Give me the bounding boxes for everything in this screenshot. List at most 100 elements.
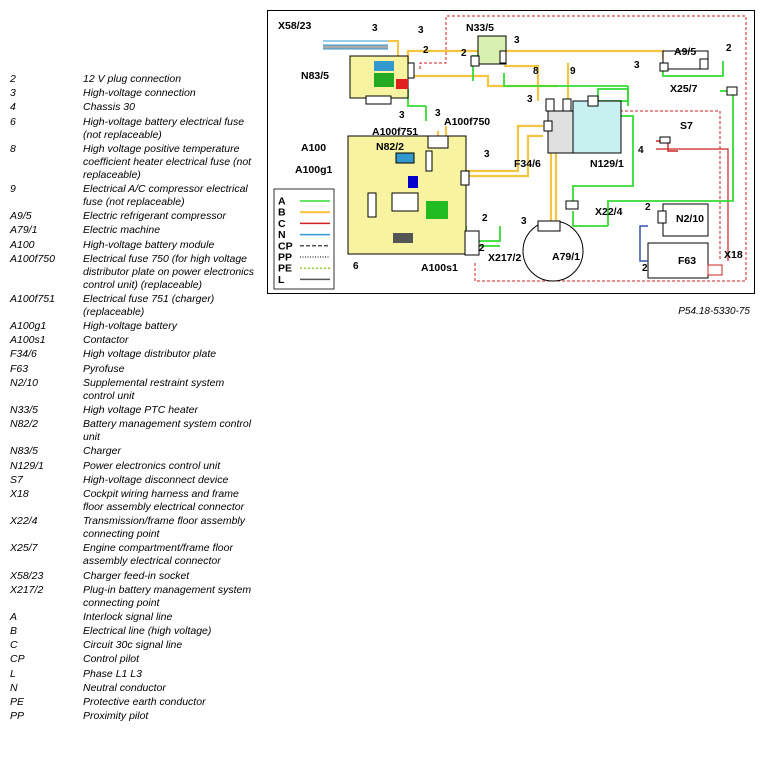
- callout-number: 3: [634, 60, 640, 71]
- callout-number: 2: [482, 213, 488, 224]
- legend-description: Protective earth conductor: [83, 696, 206, 708]
- legend-description: Electrical line (high voltage): [83, 625, 212, 638]
- legend-code: N: [10, 681, 18, 694]
- x25-7-connector: [726, 86, 738, 96]
- legend-code: A100f751: [10, 292, 55, 305]
- legend-row: CP Control pilot: [10, 653, 255, 666]
- legend-code: N33/5: [10, 404, 39, 416]
- line-legend-label: PP: [278, 252, 292, 264]
- legend-description: Chassis 30: [83, 101, 135, 114]
- callout-number: 8: [533, 66, 539, 77]
- legend-row: N129/1 Power electronics control unit: [10, 460, 255, 473]
- line-legend-label: N: [278, 229, 286, 241]
- legend-description: High voltage positive temperature coeffi…: [83, 142, 252, 181]
- legend-description: Power electronics control unit: [83, 459, 221, 472]
- legend-description: Transmission/frame floor assembly connec…: [83, 515, 246, 541]
- circuit30c-dashed-line: [419, 15, 747, 282]
- n2-10-srs-unit: [657, 203, 709, 237]
- legend-description: 12 V plug connection: [83, 73, 182, 85]
- label-x58-23: X58/23: [278, 20, 311, 32]
- callout-number: 2: [726, 43, 732, 54]
- label-a79-1: A79/1: [552, 251, 580, 263]
- callout-number: 2: [461, 48, 467, 59]
- line-legend-label: C: [278, 218, 286, 230]
- legend-code: F63: [10, 362, 29, 375]
- legend-description: High-voltage disconnect device: [83, 473, 229, 486]
- legend-description: Cockpit wiring harness and frame floor a…: [83, 487, 245, 513]
- legend-description: Supplemental restraint system control un…: [83, 376, 225, 402]
- line-legend-label: L: [278, 274, 285, 286]
- legend-code: X22/4: [10, 515, 38, 528]
- callout-number: 9: [570, 66, 576, 77]
- label-x25-7: X25/7: [670, 83, 698, 95]
- legend-row: 2 12 V plug connection: [10, 73, 255, 86]
- legend-description: Interlock signal line: [83, 610, 173, 623]
- legend-code: A9/5: [10, 210, 32, 223]
- legend-row: PE Protective earth conductor: [10, 696, 255, 709]
- legend-code: 2: [10, 73, 16, 85]
- label-x22-4: X22/4: [595, 206, 623, 218]
- callout-number: 4: [638, 145, 644, 156]
- line-legend-label: A: [278, 196, 286, 208]
- legend-description: High-voltage connection: [83, 87, 196, 100]
- legend-code: 4: [10, 101, 16, 114]
- legend-description: High voltage PTC heater: [83, 404, 198, 416]
- legend-code: CP: [10, 653, 25, 666]
- figure-reference-code: P54.18-5330-75: [678, 306, 750, 317]
- legend-code: N82/2: [10, 418, 39, 431]
- legend-description: High-voltage battery module: [83, 238, 215, 251]
- callout-number: 3: [372, 23, 378, 34]
- legend-description: Control pilot: [83, 653, 140, 666]
- legend-code: L: [10, 667, 16, 680]
- callout-number: 2: [642, 263, 648, 274]
- s7-disconnect-device: [656, 136, 678, 152]
- legend-description: Circuit 30c signal line: [83, 639, 183, 652]
- legend-description: Electrical fuse 750 (for high voltage di…: [83, 252, 255, 291]
- callout-number: 2: [645, 202, 651, 213]
- label-a100: A100: [301, 142, 326, 154]
- x58-23-socket: [323, 40, 399, 66]
- legend-code: A100s1: [10, 334, 46, 347]
- callout-number: 3: [484, 149, 490, 160]
- callout-number: 2: [479, 243, 485, 254]
- legend-row: A100 High-voltage battery module: [10, 239, 255, 252]
- wiring-diagram-svg: X58/23N83/5N33/5A9/5X25/7A100A100f751A10…: [273, 15, 747, 290]
- legend-code: F34/6: [10, 348, 37, 361]
- legend-code: A79/1: [10, 224, 38, 237]
- legend-description: High voltage distributor plate: [83, 348, 217, 361]
- label-a100f751: A100f751: [372, 126, 418, 138]
- legend-row: N33/5 High voltage PTC heater: [10, 404, 255, 417]
- legend-row: 4 Chassis 30: [10, 101, 255, 114]
- legend-code: S7: [10, 473, 23, 486]
- legend-code: N83/5: [10, 445, 39, 458]
- legend-code: N129/1: [10, 459, 44, 472]
- legend-code: A100g1: [10, 320, 47, 333]
- legend-description: Engine compartment/frame floor assembly …: [83, 542, 233, 568]
- legend-code: PE: [10, 696, 25, 708]
- callout-number: 3: [435, 108, 441, 119]
- legend-code: A: [10, 610, 18, 623]
- legend-code: A100: [10, 238, 35, 251]
- a9-5-compressor-box: [659, 50, 709, 72]
- a100-battery-module: [347, 135, 470, 255]
- label-f34-6: F34/6: [514, 158, 541, 170]
- label-n83-5: N83/5: [301, 70, 329, 82]
- legend-description: Phase L1 L3: [83, 667, 142, 680]
- f63-pyrofuse: [639, 225, 723, 279]
- legend-code: N2/10: [10, 376, 39, 389]
